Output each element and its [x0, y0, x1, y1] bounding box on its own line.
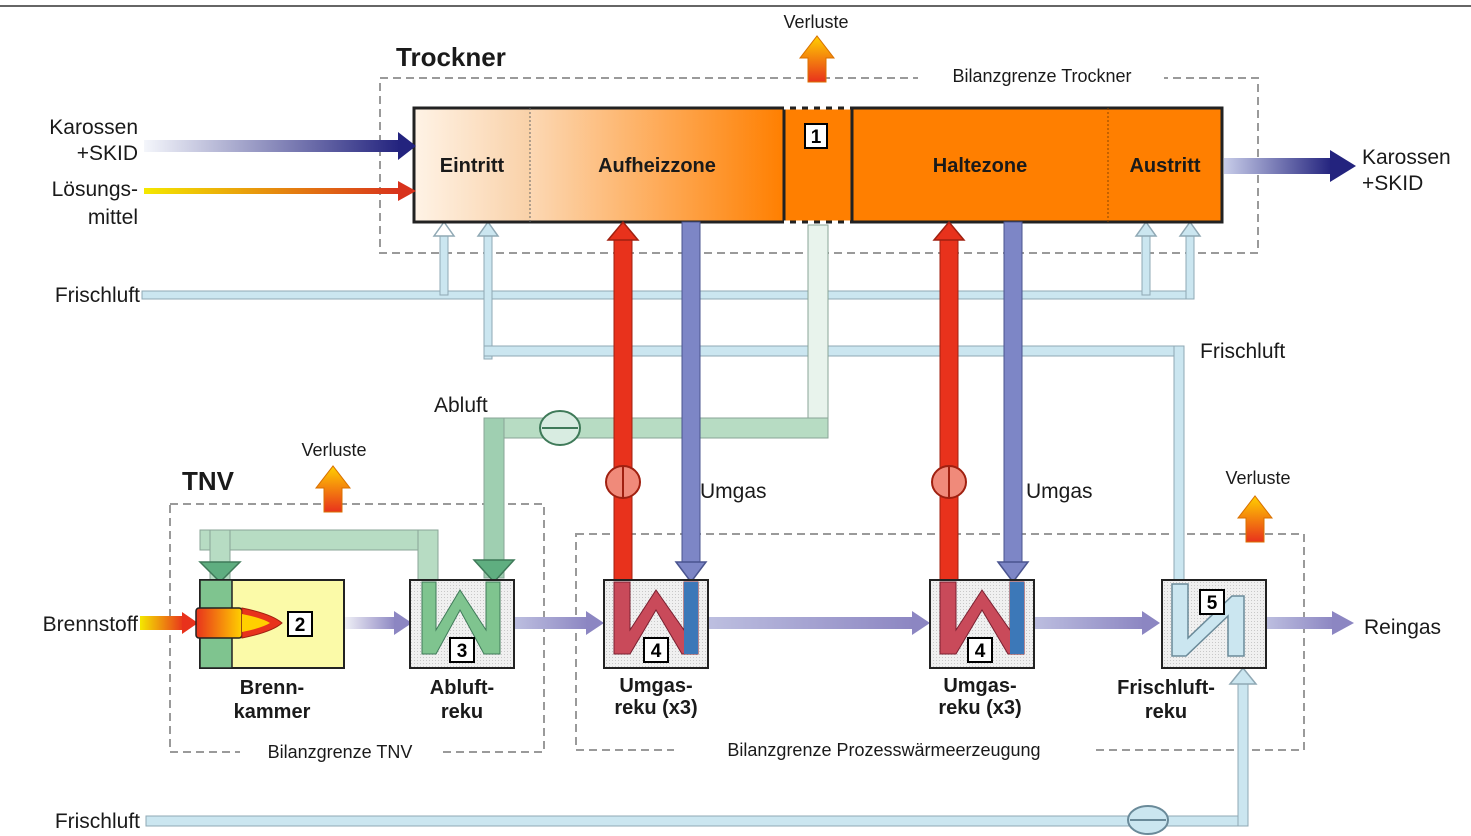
karossen-out-label-1: Karossen: [1362, 146, 1451, 169]
zone-1-number: 1: [811, 127, 822, 148]
zone-aufheizzone: Aufheizzone: [598, 155, 716, 177]
frischluft-mid-label: Frischluft: [1200, 340, 1285, 363]
abluftreku-number: 3: [457, 641, 468, 662]
zone-haltezone: Haltezone: [933, 155, 1027, 177]
product-flows: [144, 132, 1356, 201]
frischluft-arrow-1: [432, 220, 456, 237]
abluft-label: Abluft: [434, 394, 488, 417]
brennkammer: [195, 579, 345, 669]
verluste-top-label: Verluste: [783, 12, 848, 32]
umgasreku-1-label-1: Umgas-: [619, 675, 692, 697]
frischluft-arrow-4: [1178, 220, 1202, 237]
karossen-out-label-2: +SKID: [1362, 172, 1423, 195]
abluftreku: [409, 579, 515, 669]
karossen-in-label-2: +SKID: [77, 142, 138, 165]
frischluftreku-number: 5: [1207, 593, 1218, 614]
frischluft-arrow-2: [476, 220, 500, 237]
frischluft-arrow-5: [1228, 666, 1258, 685]
umgas-label-2: Umgas: [1026, 480, 1093, 503]
abluftreku-label-2: reku: [441, 701, 483, 723]
zone-eintritt: Eintritt: [440, 155, 505, 177]
frischluft-top-label: Frischluft: [55, 284, 140, 307]
umgas-label-1: Umgas: [700, 480, 767, 503]
frischluftreku-label-2: reku: [1145, 701, 1187, 723]
zone-austritt: Austritt: [1129, 155, 1200, 177]
frischluft-network: [141, 234, 1249, 827]
frischluft-arrow-3: [1134, 220, 1158, 237]
verluste-arrow-top: [798, 35, 836, 83]
verluste-arrow-right: [1236, 495, 1274, 543]
brennstoff-label: Brennstoff: [43, 613, 139, 636]
brennkammer-label-2: kammer: [234, 701, 311, 723]
bilanzgrenze-tnv-label: Bilanzgrenze TNV: [268, 742, 413, 762]
abluftreku-label-1: Abluft-: [430, 677, 494, 699]
frischluftreku: [1161, 579, 1267, 669]
umgasreku-1: [603, 579, 709, 669]
verluste-right-label: Verluste: [1225, 468, 1290, 488]
umgasreku-2-number: 4: [975, 641, 986, 662]
tnv-title: TNV: [182, 466, 235, 496]
trockner-box: [412, 106, 1224, 224]
umgasreku-1-number: 4: [651, 641, 662, 662]
trockner-title: Trockner: [396, 42, 506, 72]
verluste-tnv-label: Verluste: [301, 440, 366, 460]
loesungsmittel-label-2: mittel: [88, 206, 138, 229]
loesungsmittel-label-1: Lösungs-: [52, 178, 138, 201]
umgasreku-1-label-2: reku (x3): [614, 697, 697, 719]
verluste-arrow-tnv: [314, 465, 352, 513]
umgasreku-2-label-1: Umgas-: [943, 675, 1016, 697]
frischluft-bottom-label: Frischluft: [55, 810, 140, 833]
umgas-network: [605, 220, 1030, 584]
gas-flows: [140, 611, 1354, 635]
umgasreku-2: [929, 579, 1035, 669]
abluft-network: [198, 224, 829, 584]
brennkammer-number: 2: [295, 615, 306, 636]
brennkammer-label-1: Brenn-: [240, 677, 304, 699]
frischluftreku-label-1: Frischluft-: [1117, 677, 1215, 699]
bilanzgrenze-trockner-label: Bilanzgrenze Trockner: [952, 66, 1131, 86]
bilanzgrenze-process-label: Bilanzgrenze Prozesswärmeerzeugung: [727, 740, 1040, 760]
reingas-label: Reingas: [1364, 616, 1441, 639]
karossen-in-label-1: Karossen: [49, 116, 138, 139]
umgasreku-2-label-2: reku (x3): [938, 697, 1021, 719]
